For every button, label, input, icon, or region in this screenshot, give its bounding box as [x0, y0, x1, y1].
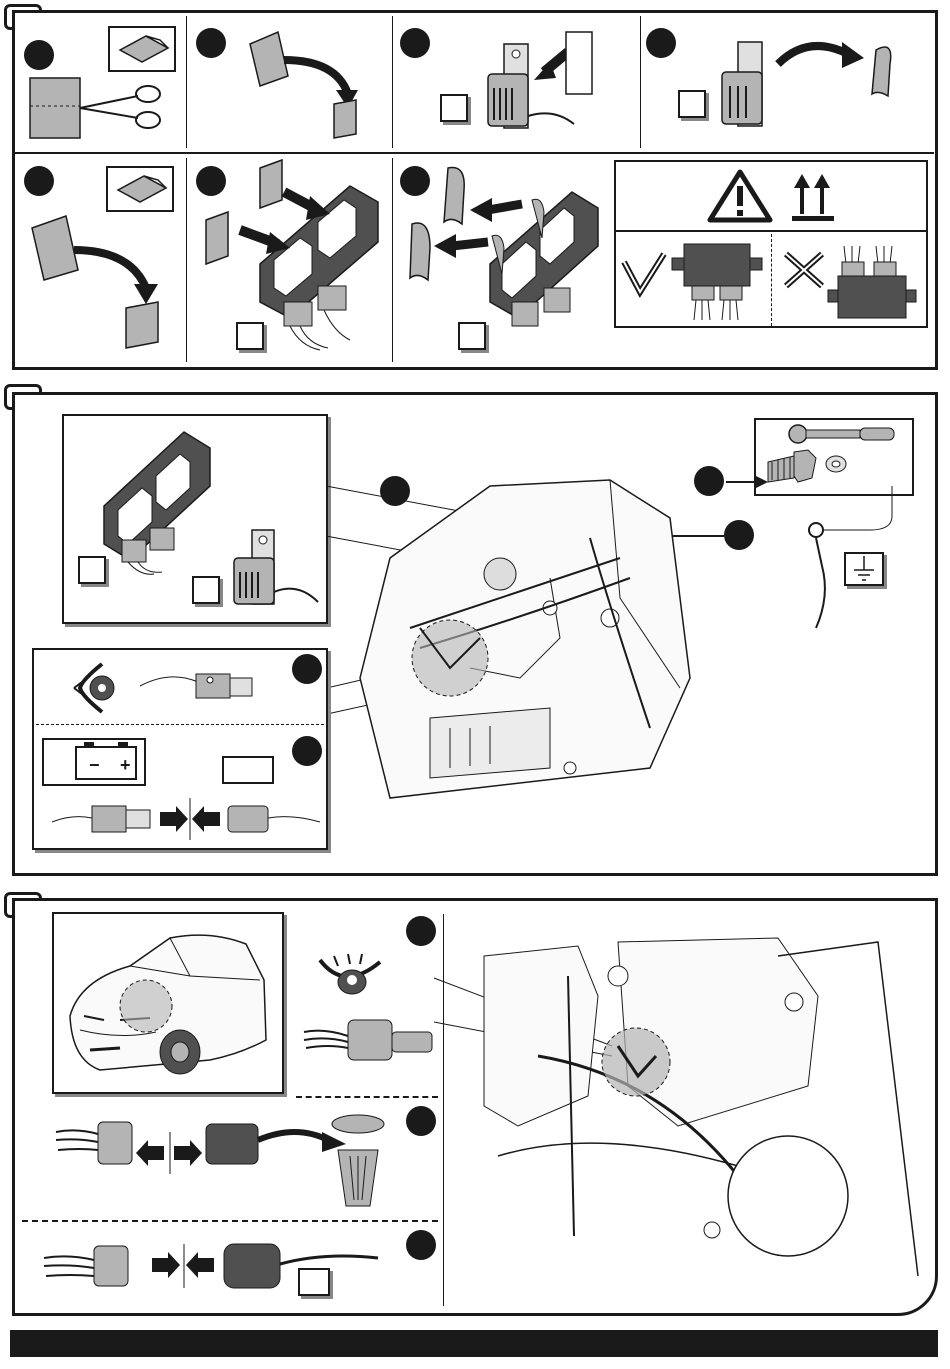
engine-bay-illustration [478, 936, 926, 1282]
page-footer-bar [10, 1330, 938, 1357]
